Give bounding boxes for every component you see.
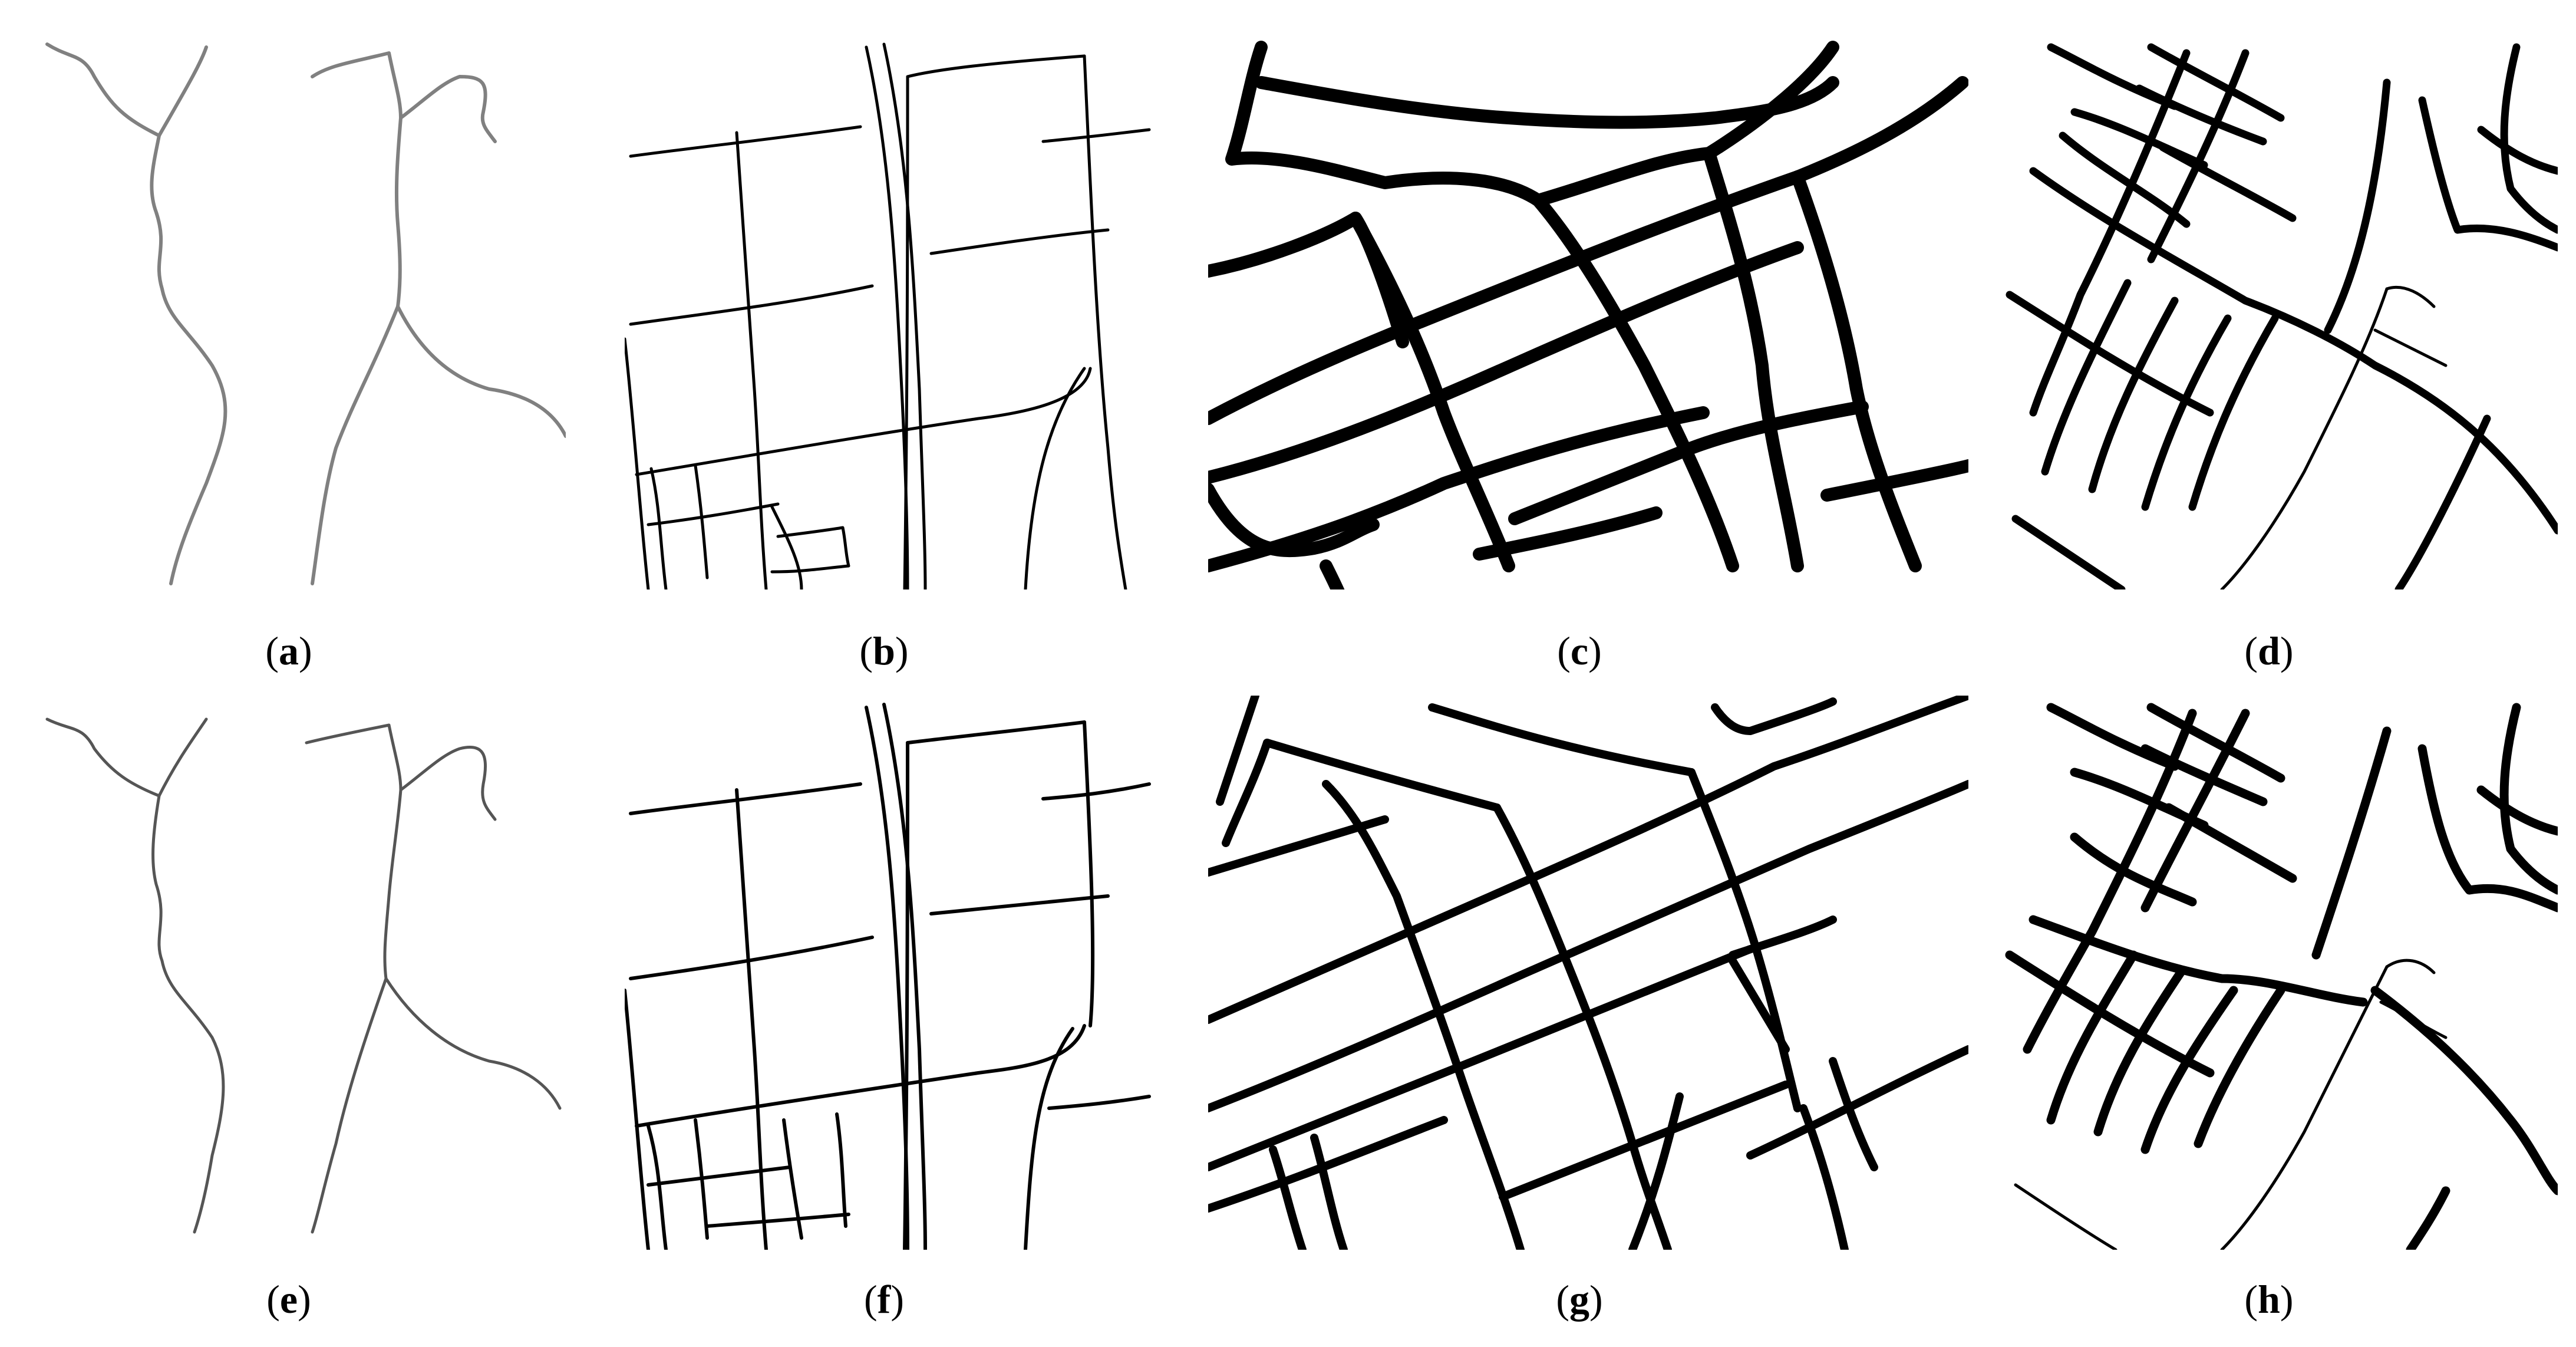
panel-b-label: (b) (859, 628, 909, 673)
panel-e-image (45, 717, 562, 1234)
panel-f-letter: f (877, 1277, 891, 1322)
panel-c-letter: c (1570, 628, 1589, 673)
panel-d-image (2006, 43, 2558, 589)
panel-d-letter: d (2258, 628, 2280, 673)
panel-a-label: (a) (265, 628, 312, 673)
panel-a-image (45, 42, 566, 585)
panel-g-letter: g (1569, 1277, 1589, 1322)
panel-a-letter: a (279, 628, 299, 673)
panel-c-label: (c) (1557, 628, 1602, 673)
panel-f-label: (f) (864, 1277, 904, 1322)
panel-f-image (625, 703, 1151, 1250)
panel-h-label: (h) (2244, 1277, 2294, 1322)
panel-h-image (2005, 703, 2558, 1250)
panel-e-letter: e (279, 1277, 298, 1322)
panel-c-image (1208, 41, 1968, 589)
panel-h-letter: h (2258, 1277, 2280, 1322)
panel-b-letter: b (873, 628, 895, 673)
panel-e-label: (e) (266, 1277, 311, 1322)
panel-g-label: (g) (1556, 1277, 1603, 1322)
panel-d-label: (d) (2244, 628, 2294, 673)
panel-b-image (625, 42, 1151, 589)
panel-g-image (1208, 696, 1968, 1250)
